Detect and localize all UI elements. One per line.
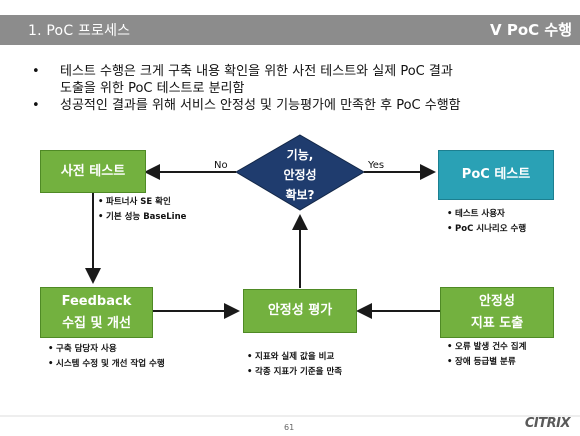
feedback-box: Feedback 수집 및 개선 (40, 287, 153, 338)
chapter-title: V PoC 수행 (490, 21, 572, 39)
note-item: 장애 등급별 분류 (447, 355, 526, 370)
poc-test-box: PoC 테스트 (438, 150, 554, 200)
metric-label-line2: 지표 도출 (470, 315, 524, 331)
header-bar: 1. PoC 프로세스 V PoC 수행 (0, 15, 580, 45)
pre-test-box: 사전 테스트 (40, 150, 146, 193)
note-item: 시스템 수정 및 개선 작업 수행 (48, 357, 165, 372)
brand-logo: CITRIX (524, 416, 571, 431)
metric-notes: 오류 발생 건수 집계 장애 등급별 분류 (447, 340, 526, 370)
note-item: PoC 시나리오 수행 (447, 222, 526, 237)
decision-line: 기능, (286, 148, 314, 162)
intro-bullets: 테스트 수행은 크게 구축 내용 확인을 위한 사전 테스트와 실제 PoC 결… (30, 63, 570, 114)
decision-label: 기능, 안정성 확보? (268, 145, 332, 205)
bullet-continuation: 도출을 위한 PoC 테스트로 분리함 (30, 80, 570, 97)
note-item: 지표와 실제 값을 비교 (247, 350, 342, 365)
feedback-notes: 구축 담당자 사용 시스템 수정 및 개선 작업 수행 (48, 342, 165, 372)
note-item: 각종 지표가 기준을 만족 (247, 365, 342, 380)
bullet-item: 성공적인 결과를 위해 서비스 안정성 및 기능평가에 만족한 후 PoC 수행… (30, 97, 570, 114)
bullet-text: 테스트 수행은 크게 구축 내용 확인을 위한 사전 테스트와 실제 PoC 결… (60, 64, 453, 79)
poc-test-notes: 테스트 사용자 PoC 시나리오 수행 (447, 207, 526, 237)
decision-diamond (235, 134, 365, 211)
metric-box: 안정성 지표 도출 (440, 287, 554, 338)
poc-test-label: PoC 테스트 (461, 167, 531, 182)
bullet-item: 테스트 수행은 크게 구축 내용 확인을 위한 사전 테스트와 실제 PoC 결… (30, 63, 570, 80)
note-item: 테스트 사용자 (447, 207, 526, 222)
pre-test-label: 사전 테스트 (60, 163, 126, 179)
feedback-label-line1: Feedback (61, 293, 132, 309)
bullet-text: 도출을 위한 PoC 테스트로 분리함 (60, 81, 245, 96)
page-number: 61 (284, 423, 295, 432)
note-item: 파트너사 SE 확인 (98, 195, 186, 210)
feedback-label-line2: 수집 및 개선 (62, 315, 131, 331)
stability-eval-notes: 지표와 실제 값을 비교 각종 지표가 기준을 만족 (247, 350, 342, 380)
page-title: 1. PoC 프로세스 (28, 23, 131, 39)
decision-line: 안정성 (283, 168, 317, 182)
note-item: 기본 성능 BaseLine (98, 210, 186, 225)
bullet-text: 성공적인 결과를 위해 서비스 안정성 및 기능평가에 만족한 후 PoC 수행… (60, 98, 461, 113)
note-item: 오류 발생 건수 집계 (447, 340, 526, 355)
pre-test-notes: 파트너사 SE 확인 기본 성능 BaseLine (98, 195, 186, 225)
metric-label-line1: 안정성 (479, 293, 515, 309)
edge-label-yes: Yes (368, 160, 385, 171)
edge-label-no: No (214, 160, 228, 171)
note-item: 구축 담당자 사용 (48, 342, 165, 357)
decision-line: 확보? (285, 188, 315, 202)
stability-eval-label: 안정성 평가 (267, 303, 333, 318)
stability-eval-box: 안정성 평가 (243, 289, 357, 333)
